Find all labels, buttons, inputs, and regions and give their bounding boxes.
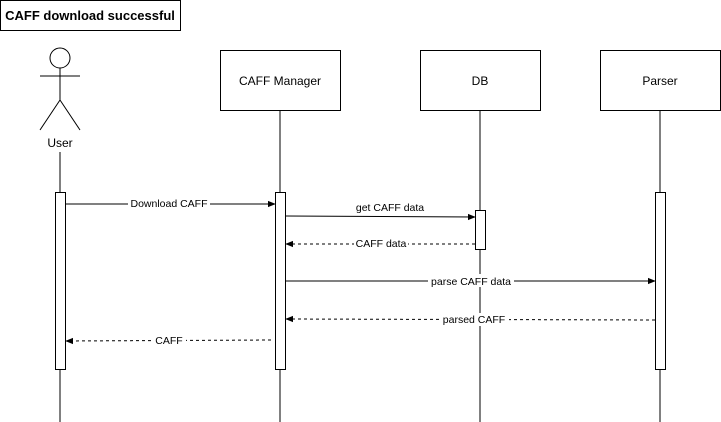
message-get-caff-data: get CAFF data <box>285 202 476 221</box>
db-activation-bar <box>475 210 486 250</box>
message-parse-caff-data: parse CAFF data <box>286 274 656 288</box>
message-download-caff: Download CAFF <box>66 197 276 210</box>
participant-caff-manager: CAFF Manager <box>220 50 341 111</box>
message-parse-caff-data-label: parse CAFF data <box>431 276 511 288</box>
participant-caff-manager-label: CAFF Manager <box>239 74 321 88</box>
message-download-caff-label: Download CAFF <box>130 198 207 210</box>
participant-db-label: DB <box>472 74 489 88</box>
caff-manager-activation-bar <box>275 192 286 370</box>
message-caff-return: CAFF <box>65 334 272 347</box>
message-caff-data-return-label: CAFF data <box>356 238 407 250</box>
user-actor-label: User <box>47 136 72 150</box>
user-activation-bar <box>55 192 66 370</box>
message-caff-data-return: CAFF data <box>285 237 475 250</box>
message-parsed-caff-return: parsed CAFF <box>285 313 656 326</box>
user-actor-icon <box>39 47 81 131</box>
parser-activation-bar <box>655 192 666 370</box>
participant-parser: Parser <box>600 50 721 111</box>
participant-db: DB <box>420 50 541 111</box>
diagram-title: CAFF download successful <box>5 8 175 23</box>
participant-parser-label: Parser <box>642 74 677 88</box>
message-get-caff-data-label: get CAFF data <box>356 202 424 214</box>
message-caff-return-label: CAFF <box>155 335 182 347</box>
message-parsed-caff-return-label: parsed CAFF <box>443 314 505 326</box>
diagram-title-box: CAFF download successful <box>0 0 181 31</box>
